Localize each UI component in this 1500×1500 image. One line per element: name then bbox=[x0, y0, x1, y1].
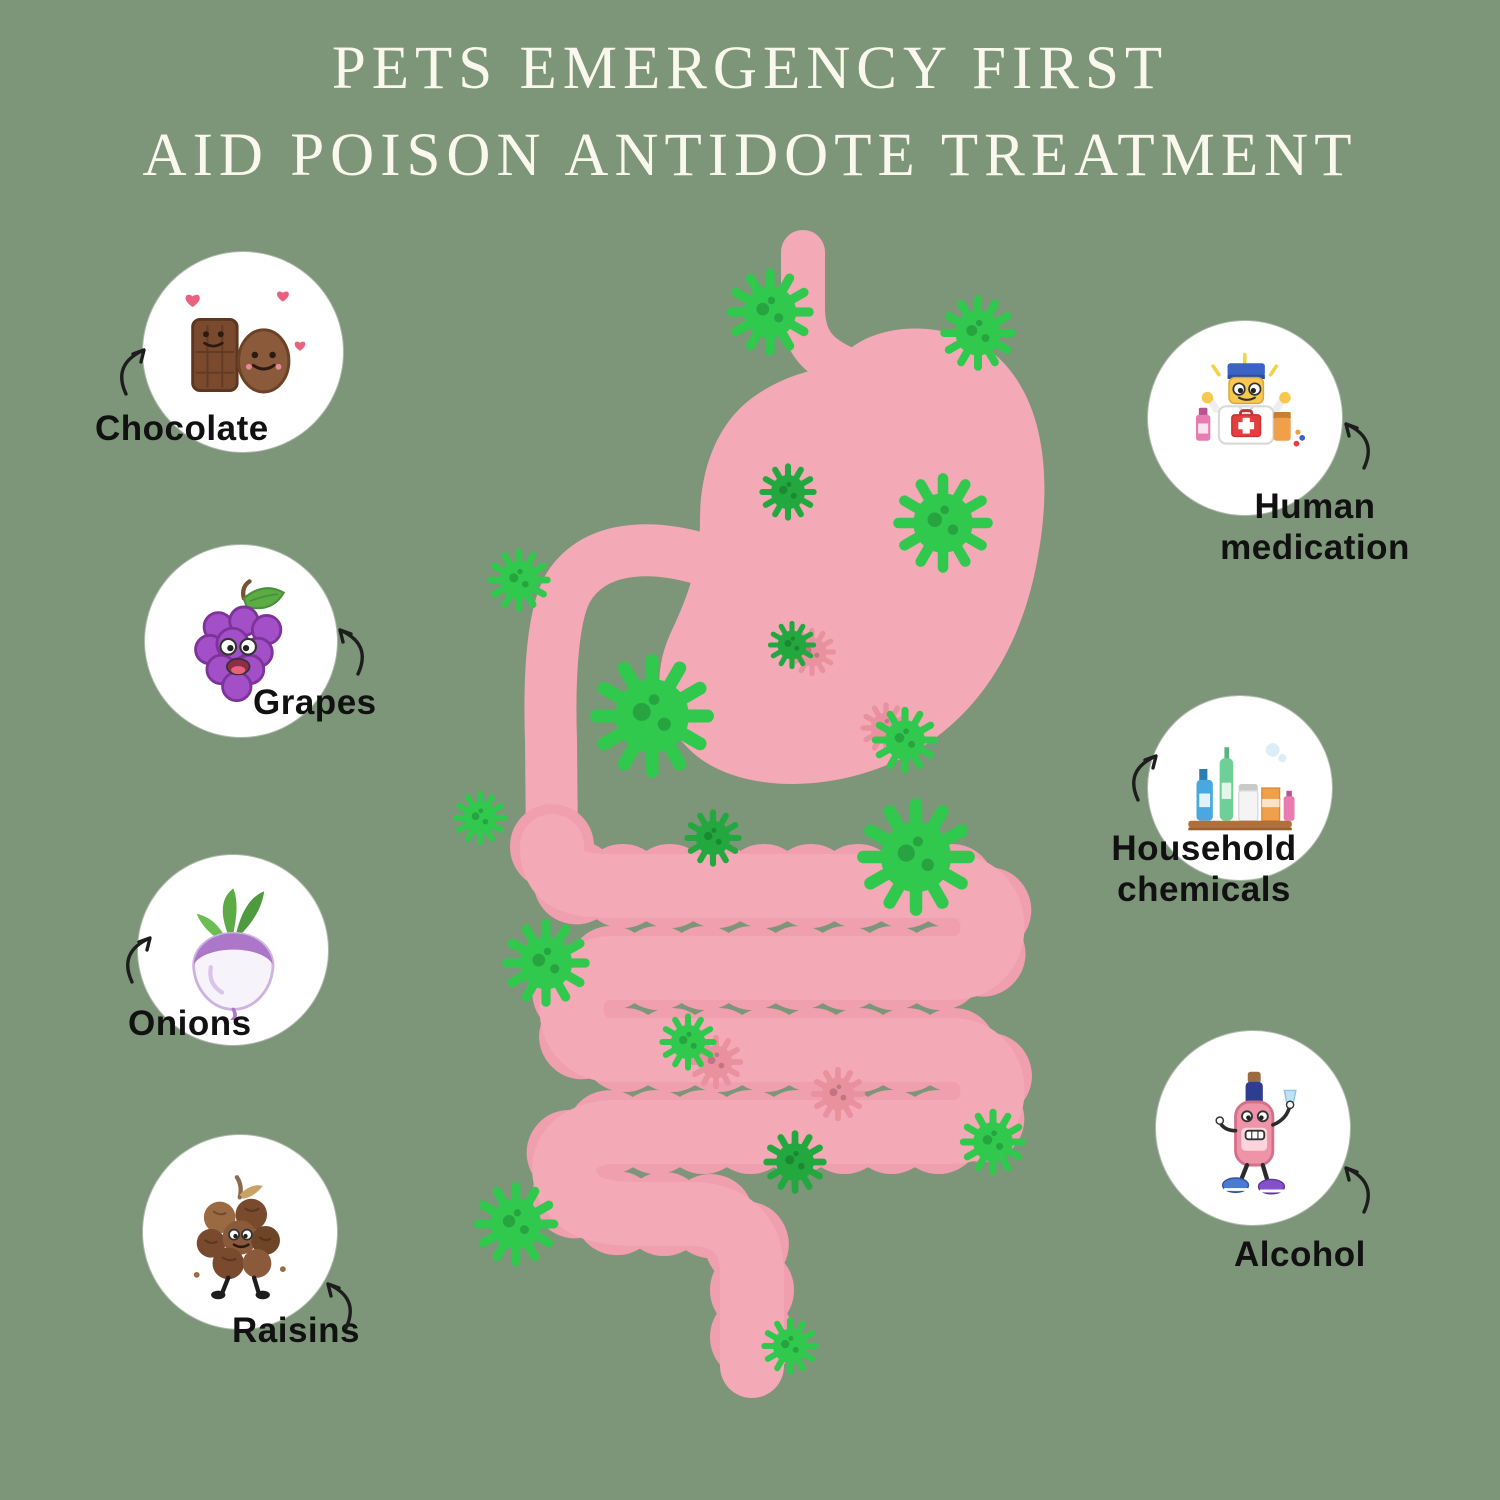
raisins-arrow-icon bbox=[326, 1282, 352, 1330]
virus-icon bbox=[456, 794, 505, 843]
chocolate-illustration bbox=[185, 291, 306, 394]
grapes-illustration bbox=[194, 579, 286, 703]
onions-arrow-icon bbox=[126, 936, 152, 984]
household-chemicals-label: Household chemicals bbox=[1111, 829, 1297, 910]
raisins-illustration bbox=[194, 1175, 286, 1300]
alcohol-label: Alcohol bbox=[1234, 1235, 1366, 1274]
page-title-line1: PETS EMERGENCY FIRST bbox=[331, 35, 1169, 102]
onions-label: Onions bbox=[128, 1004, 252, 1043]
page-title: PETS EMERGENCY FIRST AID POISON ANTIDOTE… bbox=[0, 26, 1500, 199]
small-intestine bbox=[520, 814, 1025, 1398]
human-medication-arrow-icon bbox=[1344, 422, 1370, 470]
hazard-circle-onions bbox=[138, 855, 328, 1045]
chocolate-arrow-icon bbox=[120, 348, 146, 396]
hazard-circle-chocolate bbox=[143, 252, 343, 452]
duodenum bbox=[524, 524, 731, 878]
raisins-label: Raisins bbox=[232, 1311, 360, 1350]
household-chemicals-illustration bbox=[1188, 743, 1295, 831]
hazard-circle-grapes bbox=[145, 545, 337, 737]
hazard-circle-alcohol bbox=[1156, 1031, 1350, 1225]
alcohol-illustration bbox=[1215, 1072, 1297, 1195]
grapes-arrow-icon bbox=[338, 628, 364, 676]
hazard-circle-human-medication bbox=[1148, 321, 1342, 515]
human-medication-illustration bbox=[1196, 353, 1306, 447]
chocolate-label: Chocolate bbox=[95, 409, 269, 448]
stomach bbox=[659, 328, 1045, 784]
alcohol-arrow-icon bbox=[1344, 1166, 1370, 1214]
human-medication-label: Human medication bbox=[1220, 487, 1410, 568]
onions-illustration bbox=[192, 888, 274, 1021]
hazard-circle-household-chemicals bbox=[1148, 696, 1332, 880]
household-chemicals-arrow-icon bbox=[1132, 754, 1158, 802]
page-title-line2: AID POISON ANTIDOTE TREATMENT bbox=[142, 121, 1358, 189]
grapes-label: Grapes bbox=[253, 683, 377, 722]
hazard-circle-raisins bbox=[143, 1135, 337, 1329]
